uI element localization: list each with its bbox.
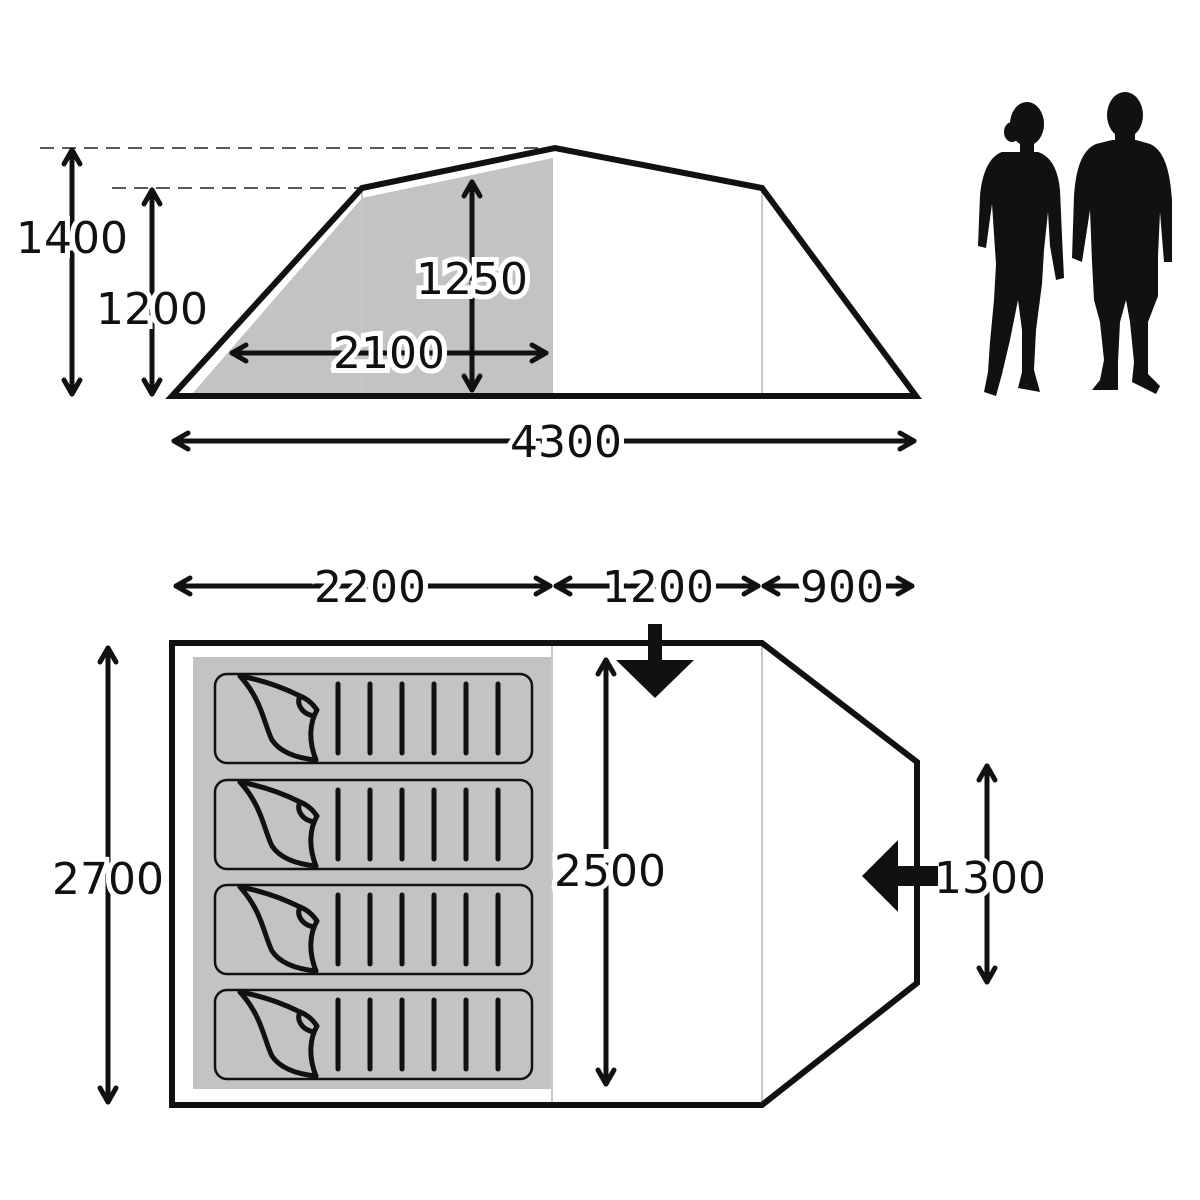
plan-bedroom-length-arrow (173, 575, 553, 597)
plan-total-width-arrow (97, 645, 119, 1105)
plan-living-length-label: 1200 (602, 562, 714, 613)
plan-living-length-arrow (553, 575, 761, 597)
sleeping-bag (213, 883, 534, 976)
plan-living-width-label: 2500 (554, 846, 666, 897)
total-length-label: 4300 (510, 417, 622, 468)
plan-total-width-label: 2700 (52, 854, 164, 905)
side-view: 1400 1200 1250 2100 4300 (11, 92, 1172, 473)
plan-tent-outline (169, 640, 920, 1108)
peak-height-arrow (61, 147, 83, 397)
side-entrance-arrow-icon (616, 624, 694, 698)
plan-view: 2200 1200 900 (47, 557, 1051, 1108)
eave-height-label: 1200 (96, 284, 208, 335)
bedroom-length-label: 2100 (333, 328, 445, 379)
bedroom-length-arrow (229, 342, 549, 364)
sleeping-bag (213, 672, 534, 765)
front-entrance-arrow-icon (862, 840, 938, 912)
eave-height-arrow (141, 187, 163, 397)
sleeping-bag (213, 778, 534, 871)
porch-door-width-arrow (976, 763, 998, 985)
man-silhouette-icon (1072, 92, 1172, 394)
bedroom-height-label: 1250 (416, 254, 528, 305)
porch-door-width-label: 1300 (934, 853, 1046, 904)
side-tent-outline (165, 144, 922, 399)
plan-porch-length-arrow (761, 575, 915, 597)
plan-living-width-arrow (595, 657, 617, 1087)
plan-bedroom-length-label: 2200 (314, 562, 426, 613)
plan-porch-length-label: 900 (800, 562, 884, 613)
peak-height-label: 1400 (16, 213, 128, 264)
woman-silhouette-icon (978, 102, 1064, 396)
total-length-arrow (171, 430, 917, 452)
side-bedroom-area (192, 158, 553, 394)
sleeping-bag (213, 988, 534, 1081)
